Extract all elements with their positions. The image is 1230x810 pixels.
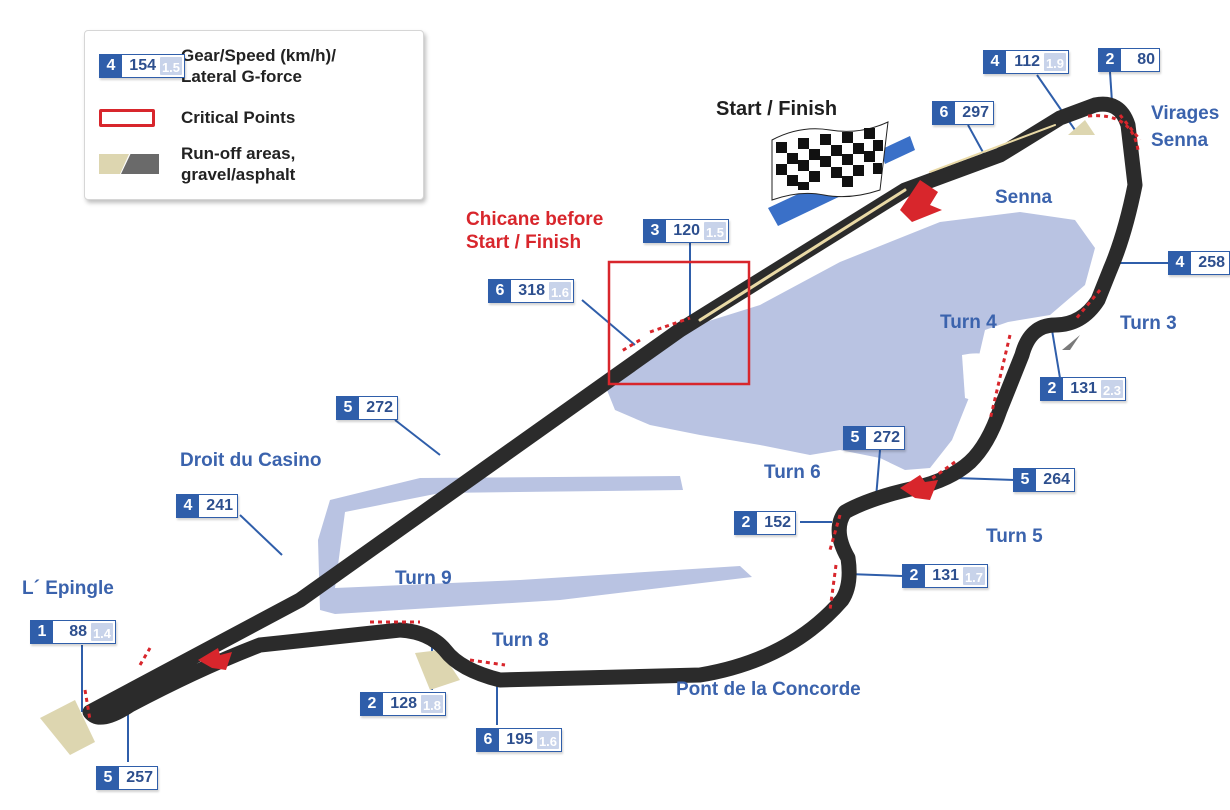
speed-value: 257 bbox=[126, 769, 153, 786]
gforce-value: 1.5 bbox=[160, 57, 182, 75]
speed-value: 258 bbox=[1198, 254, 1225, 271]
chicane-label: Chicane before Start / Finish bbox=[466, 209, 604, 253]
senna-label: Senna bbox=[995, 187, 1053, 208]
legend-row-runoff: Run-off areas, gravel/asphalt bbox=[99, 143, 295, 185]
chequered-flag bbox=[771, 121, 889, 201]
speed-value: 131 bbox=[1070, 380, 1097, 397]
race-track bbox=[82, 96, 1143, 725]
gforce-value: 1.6 bbox=[537, 731, 559, 749]
gear-value: 4 bbox=[984, 51, 1006, 73]
gforce-value: 1.7 bbox=[963, 567, 985, 585]
speed-value: 112 bbox=[1014, 53, 1040, 70]
gforce-value: 1.5 bbox=[704, 222, 726, 240]
gear-value: 5 bbox=[97, 767, 119, 789]
gear-value: 6 bbox=[477, 729, 499, 751]
legend-row-speed: 4 154 1.5 Gear/Speed (km/h)/ Lateral G-f… bbox=[99, 45, 336, 87]
turn8-label: Turn 8 bbox=[492, 630, 549, 651]
gear-value: 5 bbox=[844, 427, 866, 449]
virages-senna-label: Virages Senna bbox=[1151, 103, 1220, 151]
gforce-value: 2.3 bbox=[1101, 380, 1123, 398]
gear-value: 1 bbox=[31, 621, 53, 643]
water-basin bbox=[318, 212, 1095, 614]
speed-value: 272 bbox=[873, 429, 900, 446]
turn6-label: Turn 6 bbox=[764, 462, 821, 483]
speed-value: 88 bbox=[69, 623, 87, 640]
legend-row-critical: Critical Points bbox=[99, 107, 295, 128]
gear-value: 2 bbox=[1041, 378, 1063, 400]
turn9-label: Turn 9 bbox=[395, 568, 452, 589]
legend: 4 154 1.5 Gear/Speed (km/h)/ Lateral G-f… bbox=[84, 30, 424, 200]
data-box-casino-low: 4 241 bbox=[176, 494, 238, 518]
critical-point-swatch bbox=[99, 108, 155, 127]
gforce-value: 1.9 bbox=[1044, 53, 1066, 71]
start-finish-label: Start / Finish bbox=[716, 98, 838, 120]
data-box-epingle-exit: 5 257 bbox=[96, 766, 158, 790]
data-box-senna-apex: 2 80 bbox=[1098, 48, 1160, 72]
critical-point-box bbox=[607, 260, 751, 386]
speed-value: 264 bbox=[1043, 471, 1070, 488]
speed-value: 318 bbox=[518, 282, 545, 299]
lepingle-label: L´ Epingle bbox=[22, 578, 114, 599]
turn5-label: Turn 5 bbox=[986, 526, 1043, 547]
data-box-turn6-b: 2 152 bbox=[734, 511, 796, 535]
gear-value: 4 bbox=[1169, 252, 1191, 274]
pont-de-la-concorde-label: Pont de la Concorde bbox=[676, 679, 861, 700]
kerbs bbox=[83, 114, 1142, 721]
legend-critical-label: Critical Points bbox=[181, 108, 296, 127]
data-box-turn3: 4 258 bbox=[1168, 251, 1230, 275]
gforce-value: 1.8 bbox=[421, 695, 443, 713]
gforce-value: 1.6 bbox=[549, 282, 571, 300]
speed-value: 241 bbox=[206, 497, 233, 514]
legend-sample-box: 4 154 1.5 bbox=[99, 54, 185, 78]
direction-arrows bbox=[198, 180, 942, 670]
gear-value: 3 bbox=[644, 220, 666, 242]
speed-value: 297 bbox=[962, 104, 989, 121]
gear-value: 5 bbox=[337, 397, 359, 419]
data-box-turn6-a: 5 272 bbox=[843, 426, 905, 450]
speed-value: 154 bbox=[129, 57, 156, 74]
speed-value: 272 bbox=[366, 399, 393, 416]
turn4-label: Turn 4 bbox=[940, 312, 997, 333]
droit-du-casino-label: Droit du Casino bbox=[180, 450, 322, 471]
legend-runoff-label: Run-off areas, gravel/asphalt bbox=[181, 144, 296, 184]
gear-value: 2 bbox=[361, 693, 383, 715]
gear-value: 6 bbox=[933, 102, 955, 124]
legend-speed-label: Gear/Speed (km/h)/ Lateral G-force bbox=[181, 46, 336, 86]
gear-value: 6 bbox=[489, 280, 511, 302]
gear-value: 5 bbox=[1014, 469, 1036, 491]
turn3-label: Turn 3 bbox=[1120, 313, 1177, 334]
speed-value: 152 bbox=[764, 514, 791, 531]
speed-value: 131 bbox=[932, 567, 959, 584]
runoff-swatch bbox=[99, 154, 159, 174]
gear-value: 2 bbox=[1099, 49, 1121, 71]
speed-value: 195 bbox=[506, 731, 533, 748]
speed-value: 128 bbox=[390, 695, 417, 712]
gear-value: 2 bbox=[903, 565, 925, 587]
run-off-areas bbox=[40, 120, 1095, 755]
data-box-turn5-entry: 5 264 bbox=[1013, 468, 1075, 492]
data-box-casino-mid: 5 272 bbox=[336, 396, 398, 420]
speed-value: 120 bbox=[673, 222, 700, 239]
gear-value: 4 bbox=[177, 495, 199, 517]
gforce-value: 1.4 bbox=[91, 623, 113, 641]
speed-value: 80 bbox=[1137, 51, 1155, 68]
gear-value: 4 bbox=[100, 55, 122, 77]
gear-value: 2 bbox=[735, 512, 757, 534]
data-box-start-straight: 6 297 bbox=[932, 101, 994, 125]
